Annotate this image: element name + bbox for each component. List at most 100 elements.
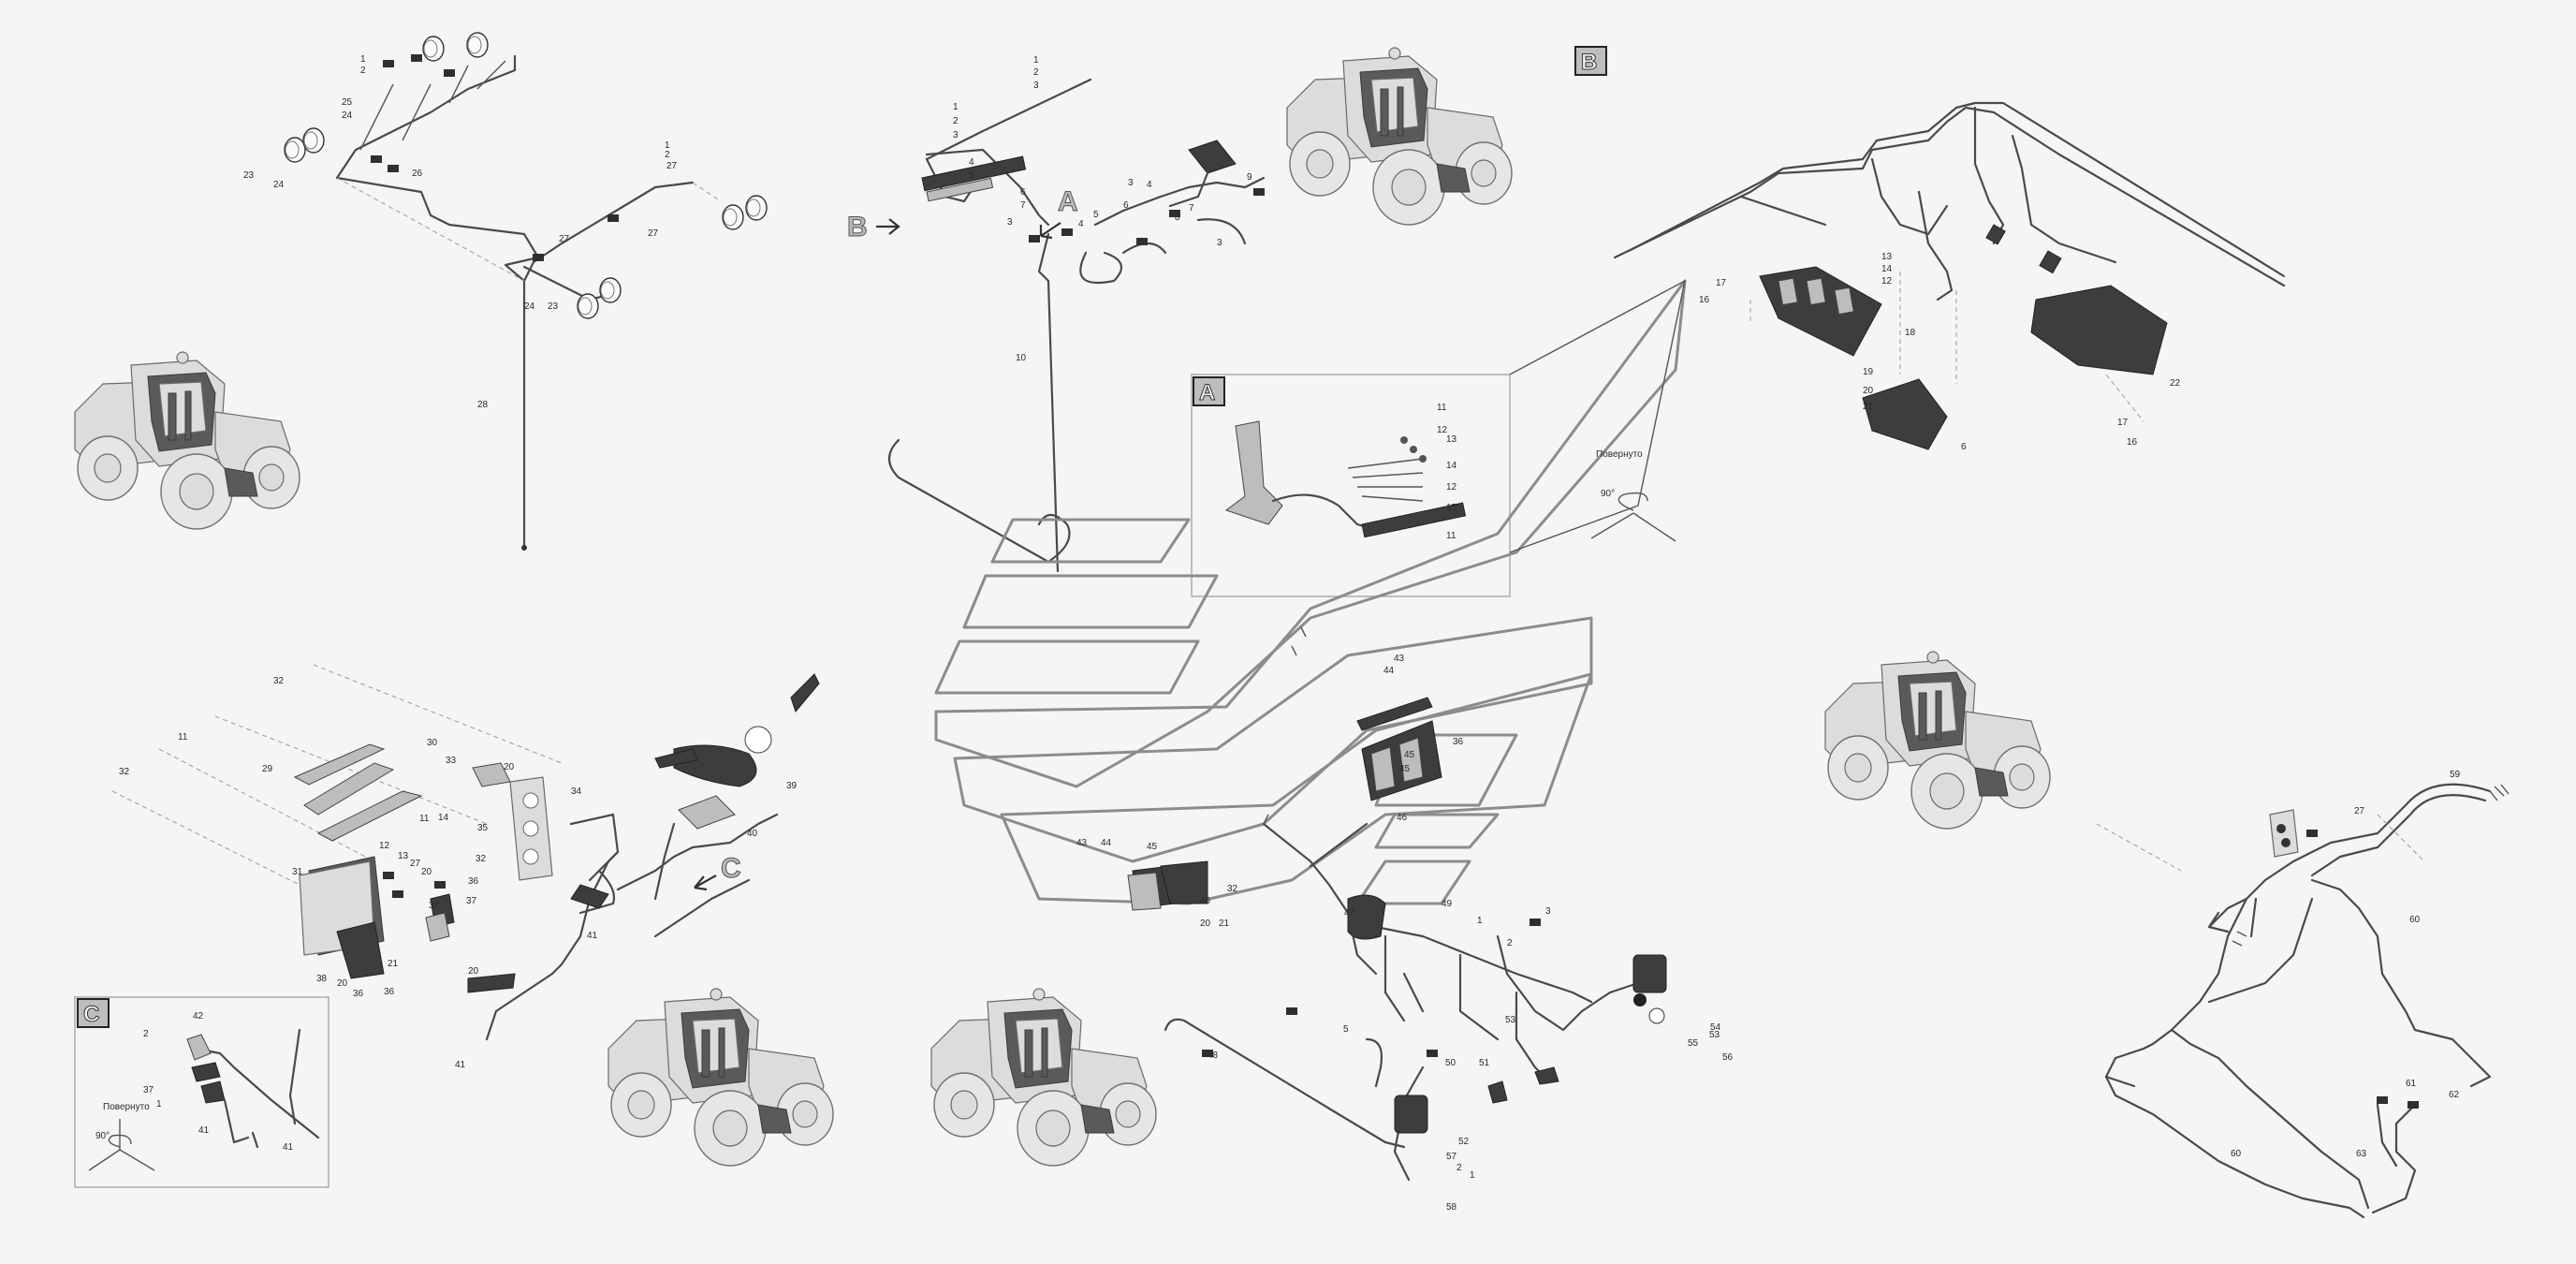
- callout-a-letter: A: [1058, 186, 1078, 217]
- part-number-label: 32: [119, 767, 130, 777]
- part-number-label: 14: [1446, 461, 1457, 471]
- view-tag-a: A: [1193, 376, 1225, 406]
- part-number-label: 29: [262, 764, 273, 774]
- part-number-label: 2: [1456, 1163, 1462, 1173]
- part-number-label: 27: [559, 234, 570, 244]
- part-number-label: 20: [421, 867, 432, 877]
- part-number-label: 23: [548, 301, 559, 312]
- part-number-label: 43: [1394, 654, 1405, 664]
- part-number-label: 5: [1343, 1024, 1349, 1035]
- part-number-label: 46: [1200, 896, 1211, 906]
- part-number-label: 10: [1016, 353, 1027, 363]
- callout-a-arrow-icon: [1039, 222, 1061, 240]
- part-number-label: 12: [1881, 276, 1893, 287]
- part-number-label: 39: [786, 781, 798, 791]
- part-number-label: 14: [438, 813, 449, 823]
- part-number-label: 27: [410, 859, 421, 869]
- part-number-label: 7: [1020, 200, 1026, 211]
- part-number-label: 1: [1033, 55, 1039, 66]
- part-number-label: 45: [1399, 764, 1411, 774]
- part-number-label: 31: [292, 867, 303, 877]
- part-number-label: 41: [283, 1142, 294, 1153]
- part-number-label: 8: [1175, 213, 1180, 223]
- part-number-label: 55: [1688, 1038, 1699, 1049]
- part-number-label: 46: [1397, 813, 1408, 823]
- part-number-label: 36: [1453, 737, 1464, 747]
- part-number-label: 5: [1093, 210, 1099, 220]
- part-number-label: 3: [1128, 178, 1134, 188]
- callout-b-letter: B: [847, 212, 868, 243]
- part-number-label: 5: [969, 170, 974, 181]
- part-number-label: 17: [2117, 418, 2129, 428]
- part-number-label: 1: [360, 54, 366, 65]
- rotation-note-label: Повернуто: [1596, 449, 1643, 460]
- part-number-label: 2: [1033, 67, 1039, 78]
- top-left-harness: [284, 32, 768, 551]
- part-number-label: 90°: [95, 1131, 110, 1141]
- part-number-label: 53: [1505, 1015, 1516, 1025]
- callout-c: C: [694, 853, 741, 891]
- part-number-label: 60: [2409, 915, 2421, 925]
- part-number-label: 44: [1383, 666, 1395, 676]
- part-number-label: 30: [427, 738, 438, 748]
- part-number-label: 27: [666, 161, 678, 171]
- part-number-label: 32: [476, 854, 487, 864]
- part-number-label: 20: [1200, 919, 1211, 929]
- part-number-label: 11: [419, 814, 430, 824]
- detail-c: [74, 996, 329, 1188]
- part-number-label: 20: [468, 966, 479, 977]
- part-number-label: 3: [1033, 81, 1039, 91]
- part-number-label: 2: [665, 150, 670, 160]
- part-number-label: 3: [1545, 906, 1551, 917]
- view-tag-a-letter: A: [1199, 380, 1215, 405]
- part-number-label: 1: [1477, 916, 1483, 926]
- part-number-label: 24: [342, 110, 353, 121]
- part-number-label: 49: [1442, 899, 1453, 909]
- part-number-label: 11: [1446, 531, 1456, 541]
- part-number-label: 2: [360, 66, 366, 76]
- part-number-label: 20: [337, 978, 348, 989]
- part-number-label: 21: [1219, 919, 1230, 929]
- part-number-label: 33: [446, 756, 457, 766]
- part-number-label: 7: [1189, 203, 1194, 213]
- part-number-label: 6: [1123, 200, 1129, 211]
- part-number-label: 47: [1344, 908, 1355, 919]
- part-number-label: 41: [198, 1125, 210, 1136]
- part-number-label: 1: [665, 140, 670, 151]
- part-number-label: 40: [747, 829, 758, 839]
- callout-c-arrow-icon: [694, 875, 717, 891]
- part-number-label: 12: [379, 841, 390, 851]
- detail-a: [1191, 374, 1511, 597]
- part-number-label: 15: [1446, 503, 1457, 513]
- part-number-label: 1: [156, 1099, 162, 1110]
- part-number-label: 16: [2127, 437, 2138, 448]
- top-center-harness: [887, 78, 1266, 573]
- part-number-label: 32: [273, 676, 285, 686]
- part-number-label: 24: [524, 301, 535, 312]
- part-number-label: 35: [477, 823, 489, 833]
- part-number-label: 57: [1446, 1152, 1457, 1162]
- part-number-label: 22: [2170, 378, 2181, 389]
- part-number-label: 1: [1470, 1170, 1475, 1181]
- part-number-label: 38: [316, 974, 328, 984]
- part-number-label: 18: [1905, 328, 1916, 338]
- part-number-label: 9: [1247, 172, 1252, 183]
- part-number-label: 62: [2449, 1090, 2460, 1100]
- part-number-label: 63: [2356, 1149, 2367, 1159]
- part-number-label: 44: [1101, 838, 1112, 848]
- part-number-label: 43: [1076, 838, 1088, 848]
- part-number-label: 12: [1437, 425, 1448, 435]
- part-number-label: 4: [1078, 219, 1084, 229]
- part-number-label: 17: [1716, 278, 1727, 288]
- part-number-label: 11: [1437, 403, 1447, 413]
- part-number-label: 34: [571, 786, 582, 797]
- part-number-label: 32: [1227, 884, 1238, 894]
- view-tag-b-letter: B: [1581, 50, 1597, 75]
- callout-b: B: [847, 212, 900, 243]
- part-number-label: 61: [2406, 1079, 2417, 1089]
- part-number-label: 28: [477, 400, 489, 410]
